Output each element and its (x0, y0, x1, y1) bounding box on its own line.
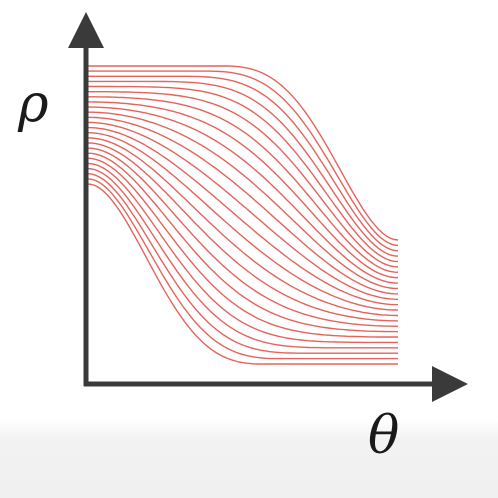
sinusoid-curve (88, 111, 399, 290)
y-axis-arrowhead (68, 12, 104, 48)
sinusoid-curve (87, 183, 398, 365)
sinusoid-curve (88, 70, 399, 247)
sinusoid-curve (88, 101, 399, 279)
sinusoid-curve (88, 75, 399, 252)
sinusoid-curve (87, 121, 399, 300)
sinusoid-curve (88, 96, 399, 273)
sinusoid-curve (87, 126, 399, 306)
sinusoid-curve (88, 85, 399, 263)
sinusoid-curve (87, 173, 398, 354)
sinusoid-curve (88, 65, 399, 241)
sinusoid-curve (87, 162, 398, 344)
sinusoid-curve (87, 142, 399, 322)
sinusoid-curve (87, 152, 399, 333)
sinusoid-curve (87, 157, 398, 338)
sinusoid-curve (87, 147, 399, 327)
sinusoid-curve (88, 80, 399, 257)
sinusoid-curve (87, 116, 399, 295)
sinusoid-curve (87, 167, 398, 349)
sinusoid-curve (87, 106, 399, 284)
x-axis-arrowhead (432, 366, 468, 402)
sinusoid-curve (87, 137, 399, 317)
sinusoid-curve (87, 132, 399, 311)
y-axis-label: ρ (18, 74, 49, 134)
sinusoid-curves (87, 65, 399, 365)
sinusoid-curve (88, 91, 399, 268)
x-axis-label: θ (368, 406, 400, 466)
sinusoid-curve (87, 178, 398, 360)
